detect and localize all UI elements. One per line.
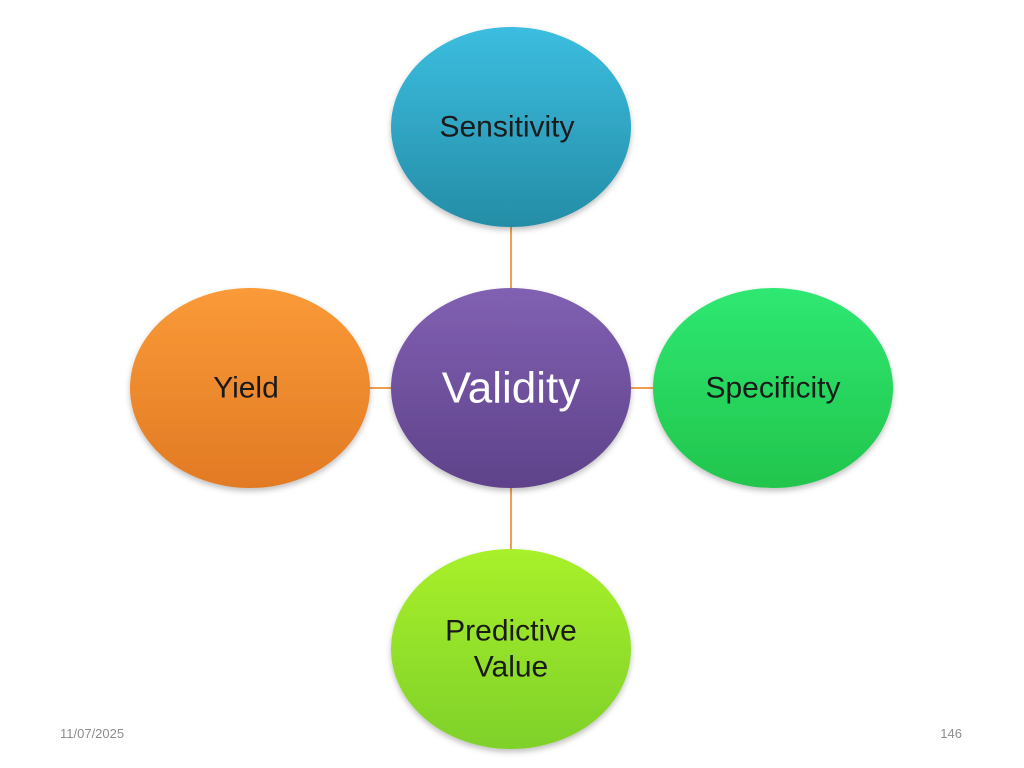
node-validity-shape — [391, 288, 631, 488]
node-validity: Validity — [391, 288, 631, 488]
node-predictive-value-label-line2: Value — [474, 651, 549, 684]
node-predictive-value-shape — [391, 549, 631, 749]
node-sensitivity-shape — [391, 27, 631, 227]
node-predictive-value-label-line1: Predictive — [445, 615, 577, 648]
node-yield-shape — [130, 288, 370, 488]
node-specificity-shape — [653, 288, 893, 488]
footer-page-number: 146 — [940, 726, 962, 741]
node-specificity: Specificity — [653, 288, 893, 488]
footer-date: 11/07/2025 — [60, 726, 125, 741]
node-yield-label: Yield — [213, 372, 279, 405]
node-sensitivity: Sensitivity — [391, 27, 631, 227]
node-sensitivity-label: Sensitivity — [439, 111, 574, 144]
node-validity-label: Validity — [442, 364, 581, 413]
node-predictive-value: Predictive Value — [391, 549, 631, 749]
node-specificity-label: Specificity — [705, 372, 840, 405]
node-yield: Yield — [130, 288, 370, 488]
